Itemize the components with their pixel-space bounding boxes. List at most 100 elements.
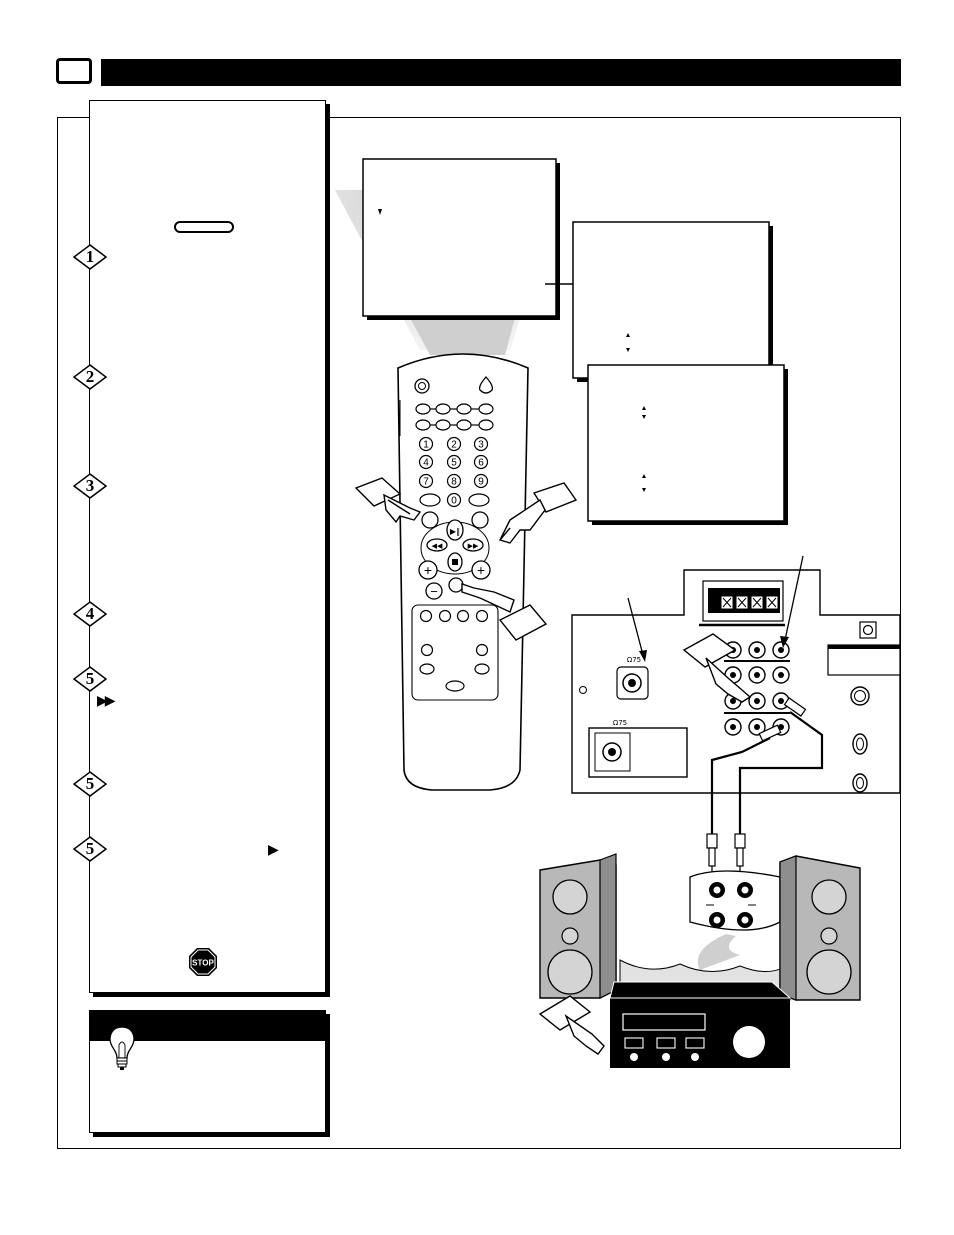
section-tab-box (56, 58, 92, 84)
remote-digit-label: 5 (451, 458, 457, 469)
remote-right-oval-button (468, 493, 490, 507)
remote-digit-button[interactable] (446, 473, 462, 489)
lightbulb-icon (99, 1011, 145, 1070)
step-badge-1: 1 (73, 244, 107, 270)
callout-audio-out (784, 555, 804, 641)
stop-sign-label: STOP (192, 959, 214, 968)
remote-right-button (471, 511, 489, 529)
menu3-up-arrow-1-icon (642, 406, 646, 410)
tv-switch-icon (859, 621, 877, 639)
header-bar (101, 59, 901, 86)
hand-pointer-left (354, 477, 422, 524)
step-number: 3 (85, 476, 95, 495)
oval-button-icon (174, 221, 234, 233)
rca-plug-right (734, 833, 746, 876)
remote-vol-down-button (425, 582, 443, 600)
remote-sensor-icon (478, 376, 494, 394)
remote-lower-panel (411, 604, 499, 701)
remote-digit-button[interactable] (418, 436, 434, 452)
remote-digit-button[interactable] (473, 436, 489, 452)
remote-digit-button[interactable] (418, 454, 434, 470)
remote-plus-right: + (477, 562, 485, 578)
step-badge-5b: 5 (73, 771, 107, 797)
remote-digit-label: 1 (423, 440, 429, 451)
menu3-down-arrow-2-icon (642, 488, 646, 492)
remote-menu-button (421, 511, 439, 529)
remote-minus: − (430, 584, 438, 599)
tv-back-panel: Ω75 Ω75 (571, 569, 901, 794)
hand-pointer-right (499, 482, 578, 544)
remote-digit-button[interactable] (473, 473, 489, 489)
speaker-right (779, 855, 861, 1001)
tip-panel (89, 1010, 326, 1133)
remote-left-oval-button (419, 493, 441, 507)
hand-pointer-receiver (538, 995, 605, 1055)
step-badge-2: 2 (73, 364, 107, 390)
instruction-panel: 1 2 3 4 5 ▶▶ 5 5 ▶ STOP (73, 100, 326, 993)
remote-digit-label: 6 (478, 458, 484, 469)
step-badge-5a: 5 (73, 666, 107, 692)
menu-beam-bottom (410, 318, 515, 355)
remote-power-button (414, 378, 430, 394)
step-number: 2 (85, 367, 95, 386)
menu3-up-arrow-2-icon (642, 474, 646, 478)
receiver-input-plate (689, 870, 781, 931)
menu3-down-arrow-1-icon (642, 415, 646, 419)
remote-fast-forward-button (462, 538, 484, 552)
remote-vol-up-button (418, 560, 438, 580)
jack-label-2: Ω75 (613, 719, 627, 727)
hand-pointer-jacks (682, 633, 752, 703)
play-icon: ▶ (268, 841, 279, 857)
menu2-up-arrow-icon (626, 333, 630, 337)
remote-digit-label: 9 (478, 477, 484, 488)
remote-digit-label: 2 (451, 440, 457, 451)
menu-cursor-icon (378, 209, 382, 215)
remote-mute-button (448, 577, 464, 593)
remote-digit-button (446, 492, 462, 508)
fast-forward-icon: ▶▶ (97, 692, 115, 708)
remote-digit-button[interactable] (446, 436, 462, 452)
audio-cables (710, 711, 824, 834)
step-number: 1 (85, 247, 95, 266)
callout-antenna (627, 597, 644, 656)
svg-text:▶▶: ▶▶ (468, 542, 479, 550)
onscreen-menu-3 (587, 364, 788, 525)
receiver-volume-knob (733, 1026, 765, 1058)
onscreen-menu-2 (572, 221, 773, 382)
tv-side-label-box (827, 644, 901, 676)
onscreen-menu-1 (362, 158, 560, 320)
remote-rewind-button (426, 538, 448, 552)
step-number: 4 (85, 604, 95, 623)
remote-digit-button[interactable] (418, 473, 434, 489)
step-number: 5 (85, 774, 95, 793)
av-jack-grid (724, 641, 790, 736)
stop-sign-icon: STOP (189, 948, 217, 976)
rca-plug-1 (758, 697, 807, 742)
remote-oval-row-2 (415, 419, 494, 431)
remote-plus-left: + (424, 562, 432, 578)
remote-digit-label: 3 (478, 440, 484, 451)
menu2-down-arrow-icon (626, 348, 630, 352)
rca-plug-left (706, 833, 718, 876)
remote-digit-label: 7 (423, 477, 429, 488)
speaker-left (539, 853, 617, 999)
remote-play-pause-button (446, 519, 464, 541)
remote-digit-label: 0 (451, 496, 457, 507)
step-badge-3: 3 (73, 473, 107, 499)
hand-pointer-bottom (461, 583, 548, 641)
remote-oval-row-1 (415, 403, 494, 415)
remote-digit-label: 4 (423, 458, 429, 469)
receiver-display (622, 1013, 706, 1031)
svg-text:◀◀: ◀◀ (432, 542, 443, 550)
step-badge-5c: 5 (73, 836, 107, 862)
stereo-receiver (609, 981, 792, 1068)
connection-swoosh (697, 934, 740, 970)
remote-digit-button[interactable] (473, 454, 489, 470)
remote-digit-button[interactable] (446, 454, 462, 470)
svg-text:▶‖: ▶‖ (450, 527, 460, 536)
step-number: 5 (85, 669, 95, 688)
remote-ch-up-button (471, 560, 491, 580)
